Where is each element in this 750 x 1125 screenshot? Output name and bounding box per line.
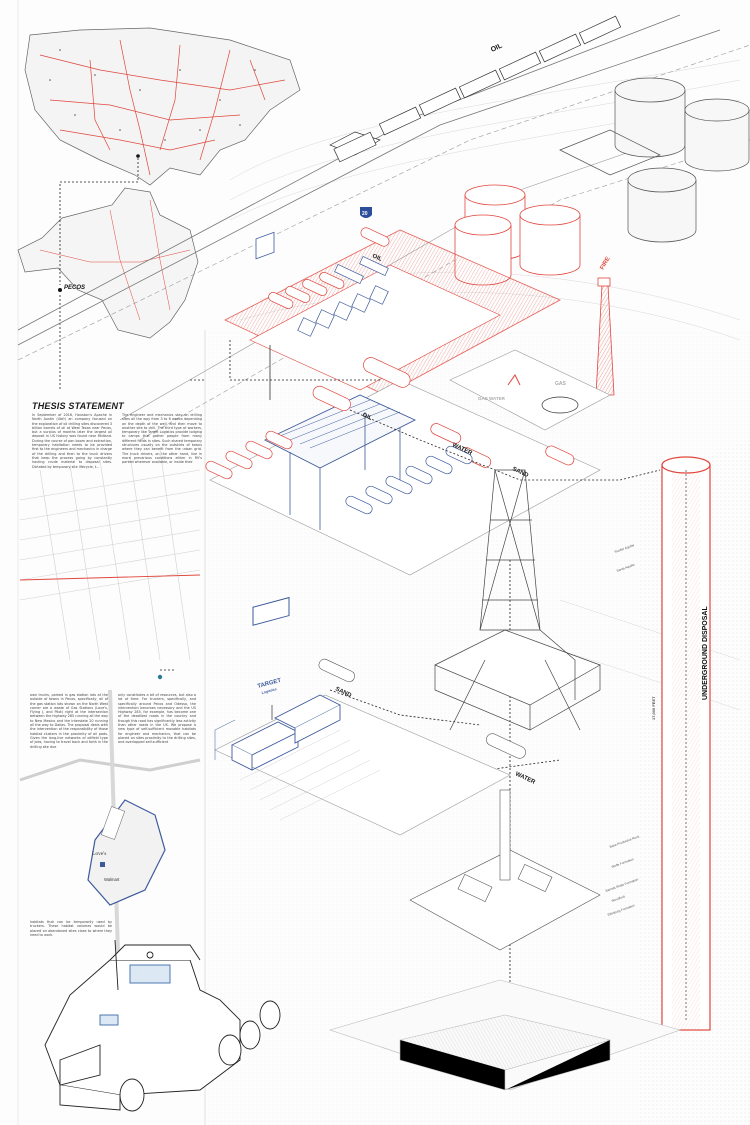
stratum-label: Santa Aquifer	[616, 562, 636, 573]
texas-map: PECOS	[17, 187, 199, 339]
well-pad	[449, 349, 611, 431]
depth-label: 17,000 FEET	[651, 696, 656, 720]
truck-stop-sign	[255, 231, 275, 400]
drilling-rig	[434, 469, 601, 731]
completion-rig	[409, 789, 601, 951]
stratum-label: Wolfe Formation	[611, 857, 634, 869]
underground-disposal-label: UNDERGROUND DISPOSAL	[702, 606, 709, 700]
refinery-tanks	[559, 77, 750, 243]
thesis-column-2: The engineer and mechanics stay on drill…	[122, 413, 202, 465]
thesis-title: THESIS STATEMENT	[32, 401, 124, 411]
truck-stop-platform	[223, 229, 562, 396]
worker-camp	[214, 596, 511, 836]
tanker-trucks-blue-middle	[345, 445, 473, 515]
trucks-lower	[318, 658, 526, 759]
stratum-label: Rustler Aquifer	[614, 543, 636, 554]
target-sign-subtitle: Logistics	[261, 687, 277, 695]
thesis-column-3: own trucks, parked in gas station lots a…	[30, 693, 108, 749]
haul-trucks-blue-upper	[297, 255, 389, 337]
interstate-number: 20	[362, 211, 368, 217]
truck-cutaway	[44, 939, 281, 1112]
disposal-well	[640, 440, 750, 1125]
railway-and-interstate	[17, 14, 750, 441]
ground-slab	[328, 979, 681, 1091]
loves-label: Love's	[92, 851, 106, 857]
truck-stop-map: Love's Walmart	[19, 674, 201, 1021]
oil-rail-label: OIL	[490, 42, 504, 54]
gas-label: GAS	[555, 381, 567, 387]
oil-truck-label: OIL	[371, 253, 383, 263]
thesis-closing-text: habitats that can be temporarily used by…	[30, 920, 112, 937]
connector-lines	[59, 158, 205, 671]
tanker-trucks-red-upper	[268, 227, 390, 309]
walmart-label: Walmart	[104, 877, 120, 882]
tanker-trucks-red-middle	[205, 357, 575, 480]
interstate-shield: 20	[360, 207, 372, 218]
thesis-column-1: In September of 2016, Houston's Apache i…	[32, 413, 112, 469]
oil-flow-label: OIL	[361, 412, 373, 422]
stratum-label: Woodford	[611, 894, 626, 903]
gas-water-label: GAS WATER	[478, 396, 506, 401]
pecos-street-map	[19, 449, 201, 661]
gas-station-platform	[209, 379, 601, 576]
pecos-label: PECOS	[64, 285, 85, 291]
usa-map	[24, 27, 301, 186]
oil-storage-tanks	[454, 184, 581, 286]
oil-train	[329, 15, 622, 163]
thesis-column-4: only constitutes a bit of resources, but…	[118, 693, 196, 745]
